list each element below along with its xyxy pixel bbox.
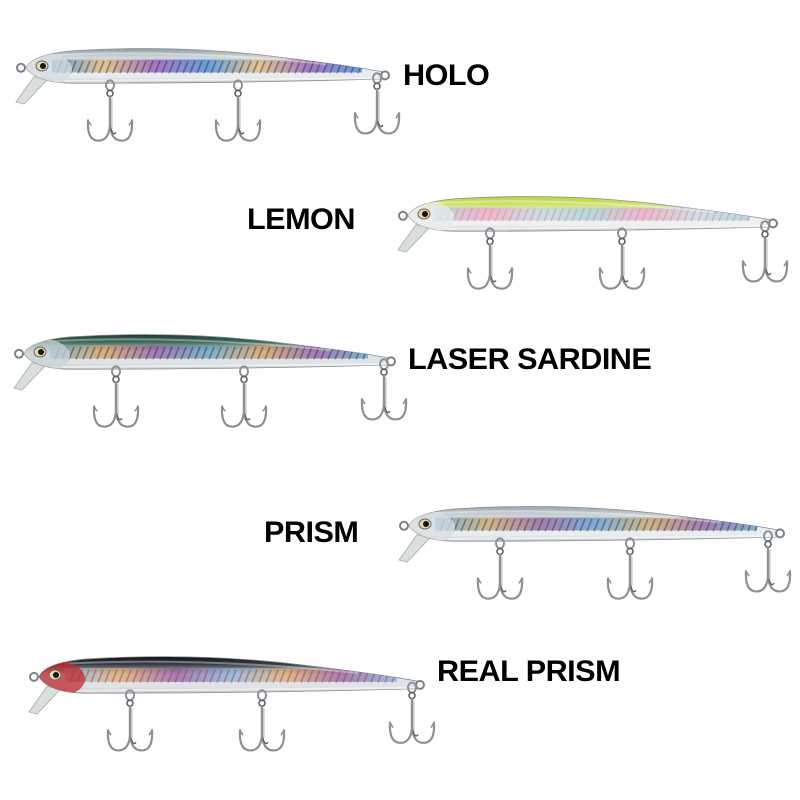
lure-prism bbox=[395, 498, 800, 624]
treble-hook-icon bbox=[466, 227, 514, 290]
line-tie bbox=[29, 671, 39, 682]
diving-lip bbox=[15, 76, 50, 105]
line-tie bbox=[399, 520, 409, 531]
diving-lip bbox=[397, 224, 432, 253]
treble-hook-icon bbox=[606, 537, 654, 600]
treble-hook-icon bbox=[598, 227, 646, 290]
diving-lip bbox=[398, 534, 433, 563]
line-tie bbox=[16, 62, 26, 73]
treble-hook-icon bbox=[476, 537, 524, 600]
treble-hook-icon bbox=[744, 530, 792, 593]
lure-real-prism bbox=[25, 648, 447, 776]
diving-lip bbox=[28, 685, 63, 715]
treble-hook-icon bbox=[92, 365, 140, 428]
lure-label-lemon: LEMON bbox=[247, 203, 355, 236]
lure-label-holo: HOLO bbox=[403, 59, 490, 92]
treble-hook-icon bbox=[360, 358, 408, 421]
line-tie bbox=[398, 210, 408, 221]
lure-lemon bbox=[394, 188, 800, 314]
treble-hook-icon bbox=[214, 79, 262, 142]
lure-holo bbox=[12, 40, 412, 166]
lure-label-prism: PRISM bbox=[264, 516, 359, 549]
treble-hook-icon bbox=[106, 689, 154, 752]
line-tie bbox=[14, 348, 24, 359]
treble-hook-icon bbox=[220, 365, 268, 428]
treble-hook-icon bbox=[238, 689, 286, 752]
treble-hook-icon bbox=[741, 220, 789, 283]
treble-hook-icon bbox=[353, 72, 401, 135]
lure-label-real-prism: REAL PRISM bbox=[437, 655, 621, 688]
treble-hook-icon bbox=[388, 681, 436, 744]
treble-hook-icon bbox=[86, 79, 134, 142]
lure-laser-sardine bbox=[10, 326, 418, 452]
diving-lip bbox=[13, 362, 48, 391]
lure-label-laser-sardine: LASER SARDINE bbox=[408, 343, 652, 376]
